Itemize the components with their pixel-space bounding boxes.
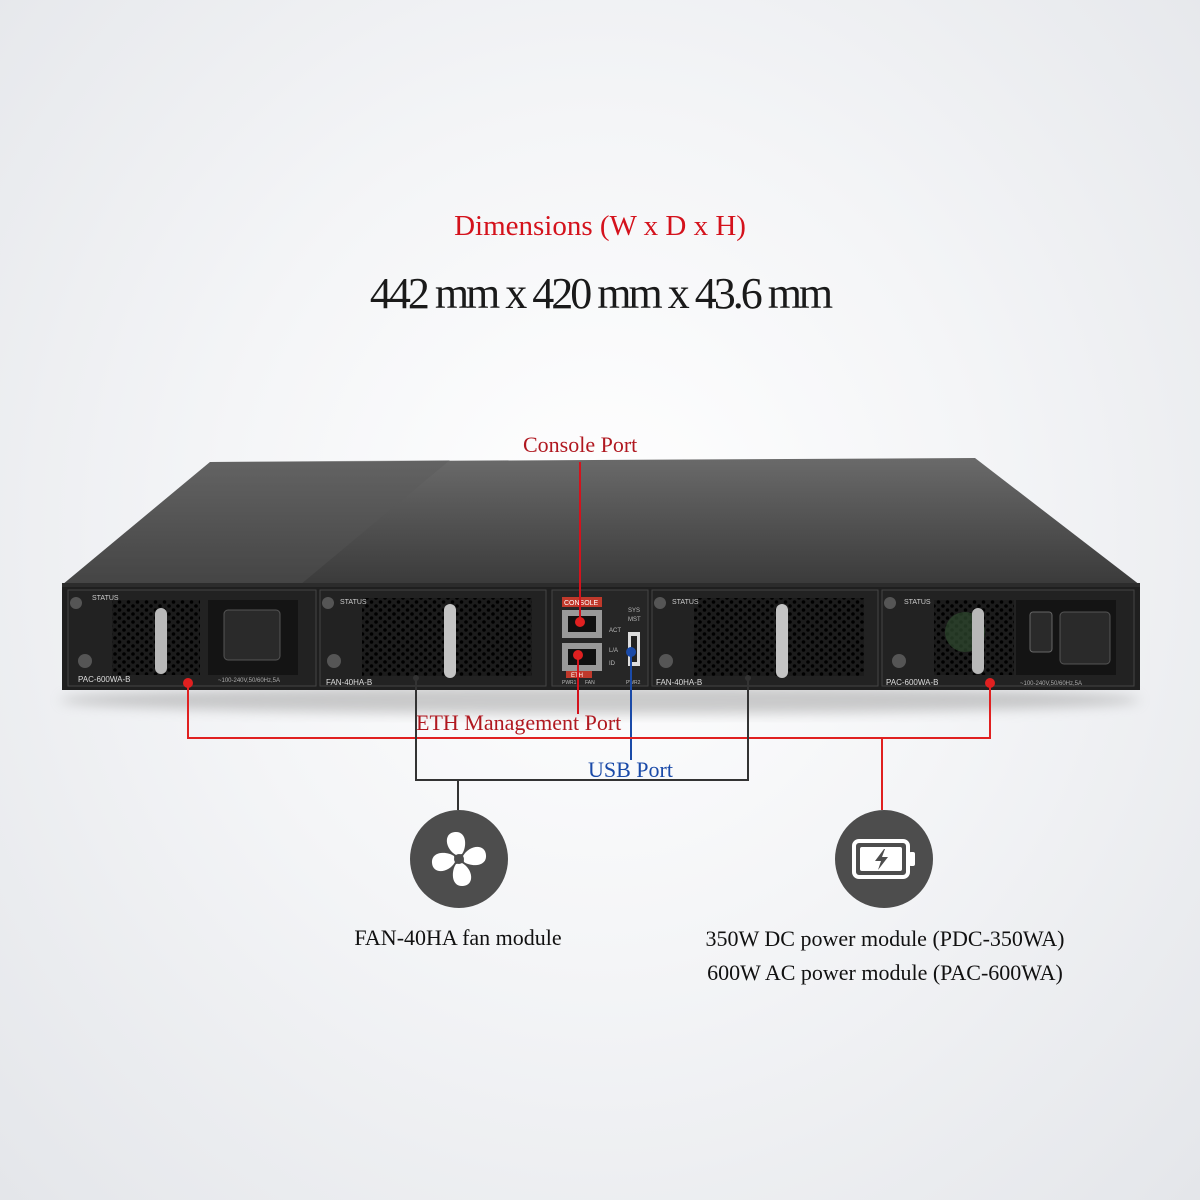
callout-lines bbox=[183, 462, 995, 810]
psu-right: STATUS PAC-600WA-B ~100-240V,50/60Hz,5A bbox=[881, 589, 1135, 687]
dimensions-heading: Dimensions (W x D x H) bbox=[454, 210, 746, 242]
fan-right-model: FAN-40HA-B bbox=[656, 678, 702, 687]
fan-right-status: STATUS bbox=[672, 599, 699, 606]
mst-label: MST bbox=[628, 617, 641, 623]
fan-module-left: STATUS FAN-40HA-B bbox=[319, 589, 547, 687]
psu-right-status: STATUS bbox=[904, 599, 931, 606]
psu-left-status: STATUS bbox=[92, 595, 119, 602]
power-module-caption: 350W DC power module (PDC-350WA) 600W AC… bbox=[660, 922, 1110, 990]
power-module-caption-ac: 600W AC power module (PAC-600WA) bbox=[707, 960, 1063, 985]
eth-management-port-label: ETH Management Port bbox=[416, 710, 622, 735]
la-label: L/A bbox=[609, 648, 618, 654]
id-label: ID bbox=[609, 661, 616, 667]
fan-left-model: FAN-40HA-B bbox=[326, 678, 372, 687]
act-label: ACT bbox=[609, 628, 621, 634]
sys-label: SYS bbox=[628, 608, 640, 614]
management-card: CONSOLE ETH SYS MST ACT L/A ID PWR1 FAN … bbox=[551, 589, 649, 687]
power-module-caption-dc: 350W DC power module (PDC-350WA) bbox=[705, 926, 1065, 951]
psu-right-model: PAC-600WA-B bbox=[886, 678, 938, 687]
psu-left-model: PAC-600WA-B bbox=[78, 675, 130, 684]
chassis-top bbox=[62, 458, 1140, 585]
pwr1-label: PWR1 bbox=[562, 680, 577, 686]
fan-module-right: STATUS FAN-40HA-B bbox=[651, 589, 879, 687]
console-port-label: Console Port bbox=[523, 432, 638, 457]
dimensions-value: 442 mm x 420 mm x 43.6 mm bbox=[369, 269, 833, 318]
fan-icon bbox=[410, 810, 508, 908]
pwr2-label: PWR2 bbox=[626, 680, 641, 686]
fan-label: FAN bbox=[585, 680, 595, 686]
fan-left-status: STATUS bbox=[340, 599, 367, 606]
psu-left-rating: ~100-240V,50/60Hz,5A bbox=[218, 678, 280, 684]
psu-right-rating: ~100-240V,50/60Hz,5A bbox=[1020, 681, 1082, 687]
usb-port-label: USB Port bbox=[588, 757, 673, 782]
console-label: CONSOLE bbox=[564, 600, 599, 607]
fan-module-caption: FAN-40HA fan module bbox=[354, 925, 562, 950]
battery-charging-icon bbox=[835, 810, 933, 908]
psu-left: STATUS PAC-600WA-B ~100-240V,50/60Hz,5A bbox=[67, 589, 317, 687]
